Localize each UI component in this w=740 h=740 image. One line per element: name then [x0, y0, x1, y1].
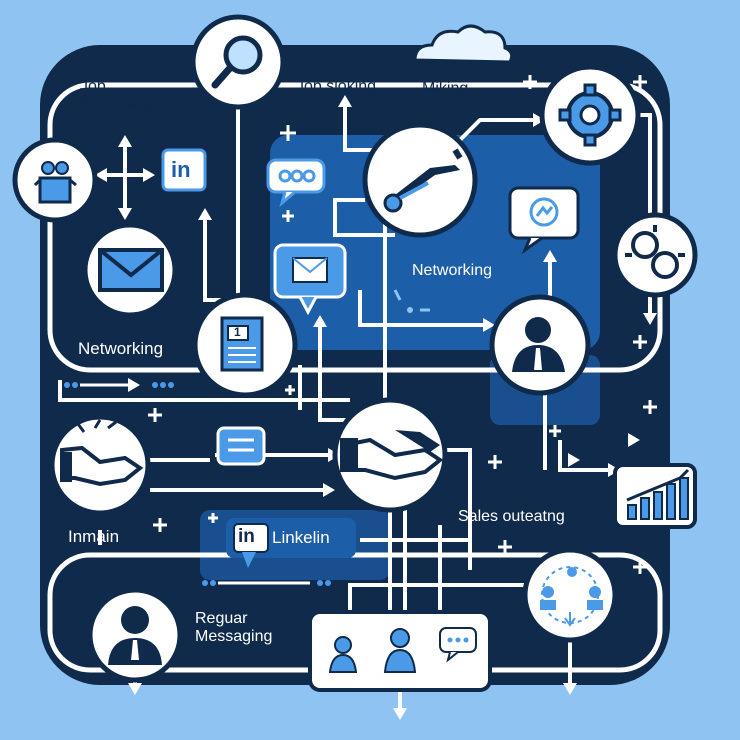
arrow-envelope-up — [313, 315, 327, 327]
arrow-to-person — [483, 318, 495, 332]
arrow-top — [338, 95, 352, 107]
small-arrow-marks — [393, 289, 430, 313]
connector-team-right — [348, 583, 560, 610]
person-icon — [489, 294, 591, 396]
label-inmain: Inmain — [68, 527, 120, 546]
arrow-linkedin-up — [198, 208, 212, 220]
arrow-bottom-left — [128, 683, 142, 695]
arrow-right-small — [568, 453, 580, 467]
connector-lines — [58, 90, 652, 715]
envelope-icon — [82, 222, 178, 318]
arrow-right — [143, 168, 155, 182]
arrow-messenger-up — [543, 250, 557, 262]
gift-people-icon — [12, 137, 98, 223]
handshake-center-icon — [332, 397, 448, 513]
arrow-bottom-right — [563, 683, 577, 695]
puzzle-gears-icon — [612, 212, 698, 298]
envelope-bubble-icon — [273, 243, 347, 316]
connector-to-chart — [558, 440, 615, 472]
magnifier-icon — [190, 14, 286, 110]
label-sales: Sales outeatng — [458, 508, 565, 525]
text-card-icon — [216, 426, 266, 466]
key-handshake-icon — [362, 122, 478, 238]
arrow-up-left — [118, 135, 132, 147]
team-network-icon — [522, 547, 618, 643]
arrow-right-rail — [643, 313, 657, 325]
label-job-seeking: Job sioking — [296, 78, 377, 95]
document-number: 1 — [234, 325, 241, 339]
bar-chart-icon — [613, 463, 697, 529]
label-networking-left: Networking — [78, 339, 164, 358]
label-making: Miking — [422, 80, 469, 97]
arrow-down-left — [118, 208, 132, 220]
linkedin-badge — [226, 518, 356, 568]
label-networking-center: Networking — [412, 262, 493, 279]
arrow-right-mid — [628, 433, 640, 447]
team-box — [308, 610, 492, 692]
arrow-to-gear — [533, 113, 545, 127]
arrow-dotted — [128, 378, 140, 392]
linkedin-badge-logo: in — [238, 526, 255, 547]
arrow-lower — [323, 483, 335, 497]
connector-to-person — [358, 290, 490, 327]
label-linkedin: Linkelin — [272, 528, 330, 547]
messenger-icon — [508, 186, 580, 255]
dotted-arrows — [64, 382, 331, 586]
messaging-person-icon — [87, 587, 183, 683]
document-icon — [192, 292, 298, 398]
linkedin-logo-text: in — [171, 157, 191, 182]
sparkles — [148, 75, 657, 574]
arrow-bottom-mid — [393, 708, 407, 720]
gear-icon — [539, 64, 641, 166]
connector-key — [333, 198, 395, 237]
connector-mid-left — [58, 380, 350, 402]
label-job-searching: Job Searching — [80, 78, 153, 113]
linkedin-logo-icon — [161, 148, 207, 192]
connector-envelope-down — [318, 320, 355, 422]
arrow-left — [95, 168, 107, 182]
cloud-icon — [413, 24, 514, 64]
label-regular-messaging: Reguar Messaging — [195, 610, 273, 645]
chat-bubble-icon — [266, 158, 326, 208]
handshake-left-icon — [49, 414, 151, 516]
